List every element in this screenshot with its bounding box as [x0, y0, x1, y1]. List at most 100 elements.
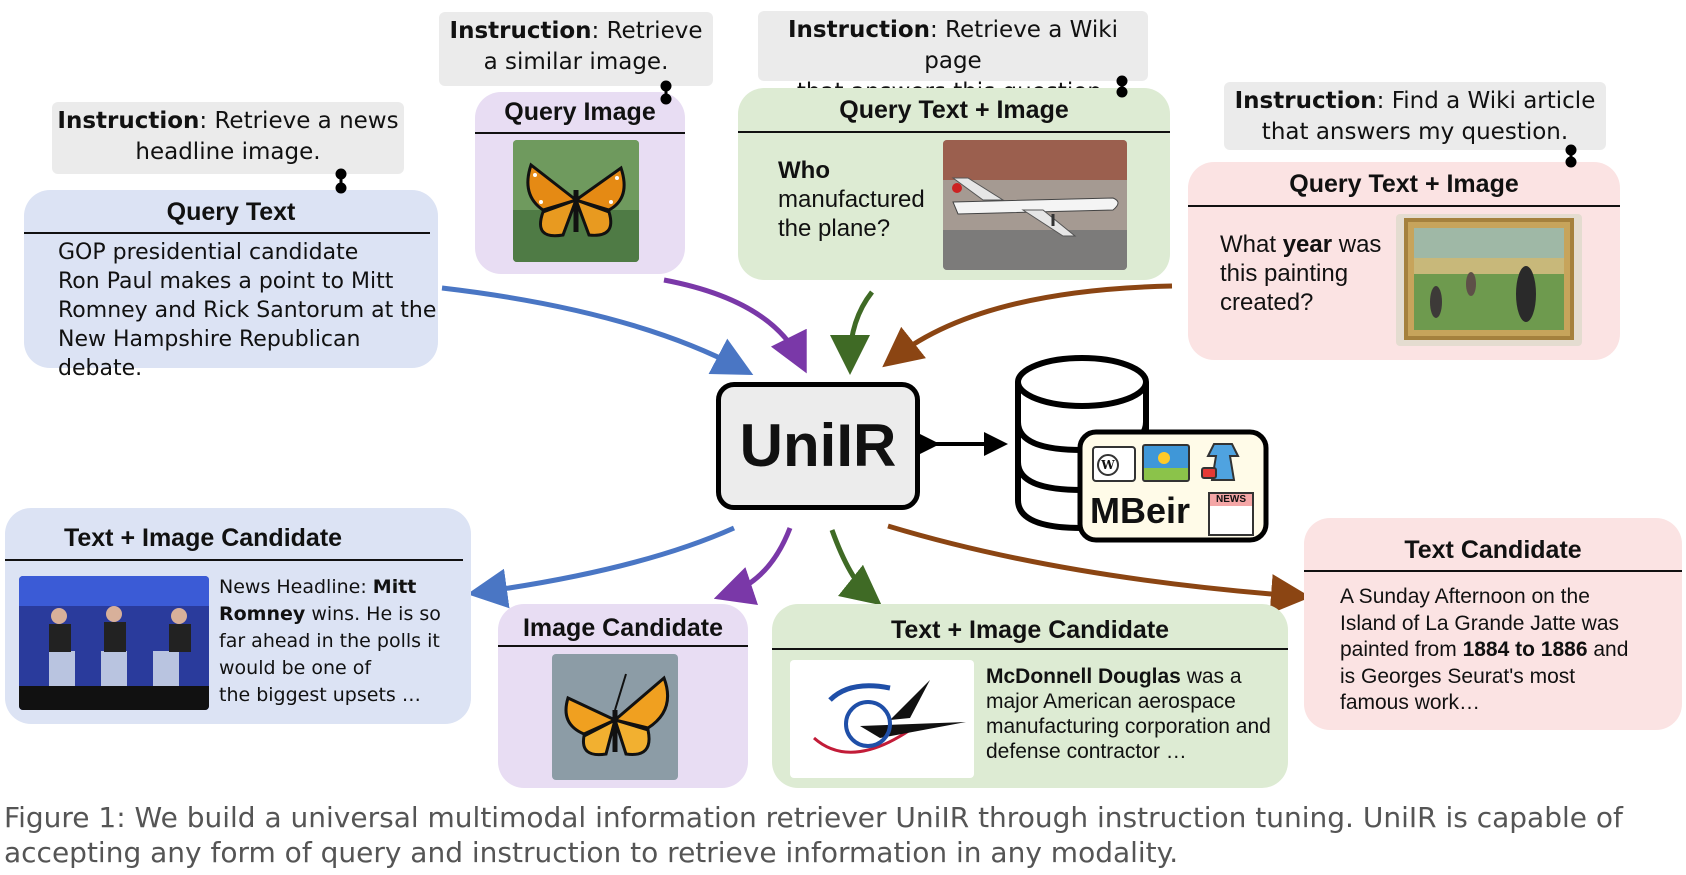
candidate-text-image-mcd-box: Text + Image Candidate McDonnell Douglas… [772, 604, 1288, 788]
text-line: major American aerospace [986, 690, 1236, 713]
text-line: Who [778, 157, 830, 184]
bold-fragment: Romney [219, 603, 306, 625]
text-fragment: wins. He is so [305, 603, 441, 625]
logo-icon [813, 680, 966, 754]
text-line: famous work… [1340, 691, 1481, 714]
query-text-box: Query Text GOP presidential candidate Ro… [24, 190, 438, 381]
text-line: Island of La Grande Jatte was [1340, 611, 1619, 635]
text-line: Romney wins. He is so [219, 601, 441, 628]
title-divider [1304, 570, 1682, 572]
candidate-text-body: News Headline: Mitt Romney wins. He is s… [219, 574, 441, 709]
mcdonnell-douglas-logo [790, 660, 974, 778]
text-line: GOP presidential candidate [58, 240, 359, 265]
candidate-image-box: Image Candidate [498, 604, 748, 788]
text-line: the biggest upsets … [219, 684, 421, 706]
debate-candidate-image [19, 576, 209, 710]
text-line: manufacturing corporation and [986, 715, 1271, 738]
text-fragment: was a [1180, 665, 1242, 688]
instruction-text: Retrieve [606, 18, 703, 44]
text-fragment: and [1587, 638, 1629, 661]
text-fragment: What [1220, 231, 1283, 258]
arrow-mcd-candidate [829, 529, 882, 606]
wiki-glyph: W [1097, 454, 1119, 476]
query-question: What year was this painting created? [1220, 230, 1381, 317]
query-text-body: GOP presidential candidate Ron Paul make… [58, 238, 438, 383]
wiki-icon: W [1092, 446, 1136, 482]
bold-fragment: year [1282, 231, 1333, 258]
arrow-news-candidate [467, 525, 736, 609]
instruction-text: Retrieve a news [214, 108, 399, 134]
text-fragment: painted from [1340, 638, 1463, 661]
text-line: What year was [1220, 230, 1381, 259]
box-title: Text Candidate [1404, 536, 1582, 564]
instruction-text: a similar image. [483, 49, 669, 75]
instruction-text: headline image. [135, 139, 321, 165]
query-question: Who manufactured the plane? [778, 156, 925, 243]
instruction-label: Instruction [57, 108, 200, 134]
bold-fragment: McDonnell Douglas [986, 665, 1181, 688]
box-title: Query Image [504, 98, 656, 126]
painting-icon [1396, 214, 1582, 346]
title-divider [772, 648, 1288, 650]
instruction-text: Find a Wiki article [1391, 88, 1596, 114]
arrow-image-query [663, 277, 807, 374]
text-line: Ron Paul makes a point to Mitt [58, 269, 394, 294]
instruction-bubble-similar: Instruction: Retrieve a similar image. [439, 12, 713, 86]
candidate-text-box: Text Candidate A Sunday Afternoon on the… [1304, 518, 1682, 730]
uniir-model-box: UniIR [716, 382, 920, 510]
arrow-image-candidate [713, 527, 793, 606]
text-line: would be one of [219, 657, 372, 679]
query-text-image-plane-box: Query Text + Image Who manufactured the … [738, 88, 1170, 280]
model-name: UniIR [739, 412, 897, 479]
butterfly-candidate-image [552, 654, 678, 780]
text-line: manufactured [778, 186, 925, 213]
title-divider [475, 132, 685, 134]
arrow-painting-query [882, 283, 1173, 368]
arrow-text-query [441, 285, 754, 375]
instruction-text: Retrieve a Wiki page [924, 17, 1119, 74]
text-line: News Headline: Mitt [219, 574, 441, 601]
arrow-text-candidate [887, 523, 1311, 615]
candidate-text-body: McDonnell Douglas was a major American a… [986, 664, 1271, 764]
title-divider [1188, 205, 1620, 207]
painting-query-image [1396, 214, 1582, 346]
title-divider [498, 645, 748, 647]
text-line: the plane? [778, 215, 891, 242]
title-divider [5, 559, 463, 561]
text-fragment: News Headline: [219, 576, 373, 598]
mbeir-content: W MBeir NEWS [1080, 432, 1266, 540]
text-line: New Hampshire Republican debate. [58, 327, 361, 381]
instruction-bubble-news: Instruction: Retrieve a news headline im… [52, 102, 404, 174]
instruction-label: Instruction [449, 18, 592, 44]
mbeir-label: MBeir [1090, 490, 1191, 531]
text-line: Romney and Rick Santorum at the [58, 298, 437, 323]
bold-fragment: 1884 to 1886 [1462, 638, 1588, 661]
news-label: NEWS [1210, 494, 1252, 506]
news-icon: NEWS [1208, 492, 1254, 536]
box-title: Query Text + Image [1289, 170, 1519, 198]
box-title: Image Candidate [522, 614, 724, 642]
bold-fragment: Mitt [372, 576, 417, 598]
image-gallery-icon [1142, 444, 1190, 482]
text-line: McDonnell Douglas was a [986, 664, 1271, 689]
text-line: far ahead in the polls it [219, 630, 440, 652]
butterfly-icon [552, 654, 678, 780]
text-line: is Georges Seurat's most [1340, 664, 1576, 688]
candidate-text-image-news-box: Text + Image Candidate News Headline: Mi… [5, 508, 471, 724]
text-line: defense contractor … [986, 740, 1187, 763]
airplane-query-image [943, 140, 1127, 270]
instruction-text: that answers my question. [1261, 119, 1569, 145]
text-fragment: was [1332, 231, 1382, 258]
text-line: created? [1220, 289, 1314, 316]
arrow-plane-query [830, 290, 874, 375]
text-line: painted from 1884 to 1886 and [1340, 637, 1628, 664]
butterfly-query-image [513, 140, 639, 262]
box-title: Text + Image Candidate [63, 524, 343, 552]
debate-icon [19, 576, 209, 710]
airplane-icon [943, 140, 1127, 270]
candidate-text-body: A Sunday Afternoon on the Island of La G… [1340, 584, 1628, 717]
title-divider [24, 232, 430, 234]
box-title: Query Text + Image [839, 96, 1069, 124]
text-line: this painting [1220, 260, 1349, 287]
